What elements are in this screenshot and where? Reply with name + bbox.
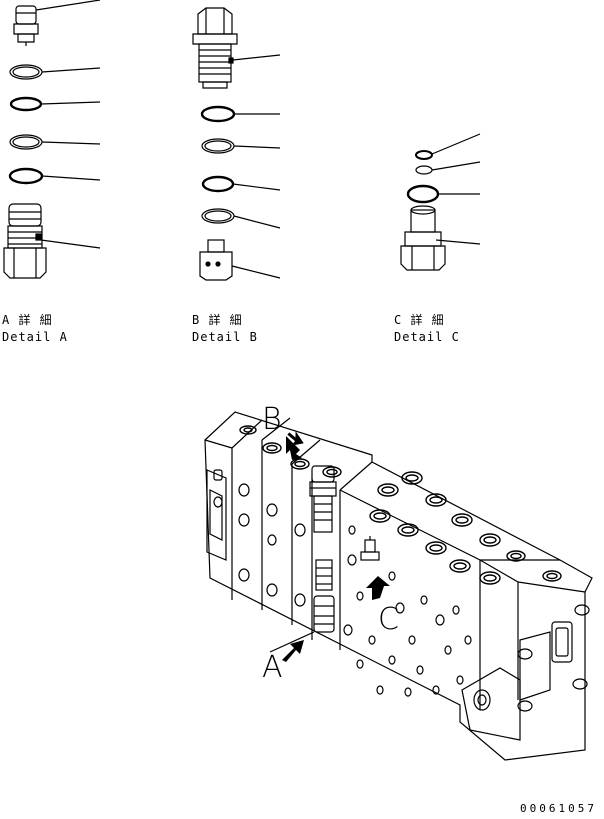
detail-a-valve-body [3, 203, 101, 279]
detail-b-parts [192, 7, 281, 281]
control-valve-assembly [204, 411, 593, 761]
detail-a-parts [3, 0, 101, 279]
detail-b-poppet [199, 239, 281, 281]
detail-c-ring-1 [415, 150, 433, 160]
detail-b-oring-1 [200, 105, 236, 123]
detail-c-parts [400, 133, 481, 271]
detail-c-ring-2 [415, 165, 433, 175]
detail-b-oring-2 [201, 175, 235, 193]
callout-c: C [378, 602, 399, 637]
arrow-c [366, 576, 390, 600]
detail-c-label-en: Detail C [394, 330, 460, 344]
arrow-b [286, 431, 304, 460]
detail-b-label-en: Detail B [192, 330, 258, 344]
detail-c-oring [406, 184, 440, 204]
detail-b-plug [192, 7, 281, 89]
detail-b-label-jp: B 詳 細 [192, 313, 243, 327]
detail-a-label-en: Detail A [2, 330, 68, 344]
detail-a-plunger [13, 0, 101, 46]
detail-a-oring-2 [8, 167, 44, 185]
detail-a-label-jp: A 詳 細 [2, 313, 53, 327]
detail-c-valve [400, 205, 481, 271]
detail-c-label-jp: C 詳 細 [394, 313, 445, 327]
callout-a: A [262, 650, 283, 685]
callout-b: B [262, 402, 282, 437]
arrow-a [282, 640, 304, 662]
spool-stack [309, 465, 337, 633]
detail-a-oring-1 [9, 96, 43, 112]
drawing-number: 00061057 [520, 802, 597, 815]
c-valve-on-block [360, 536, 380, 561]
